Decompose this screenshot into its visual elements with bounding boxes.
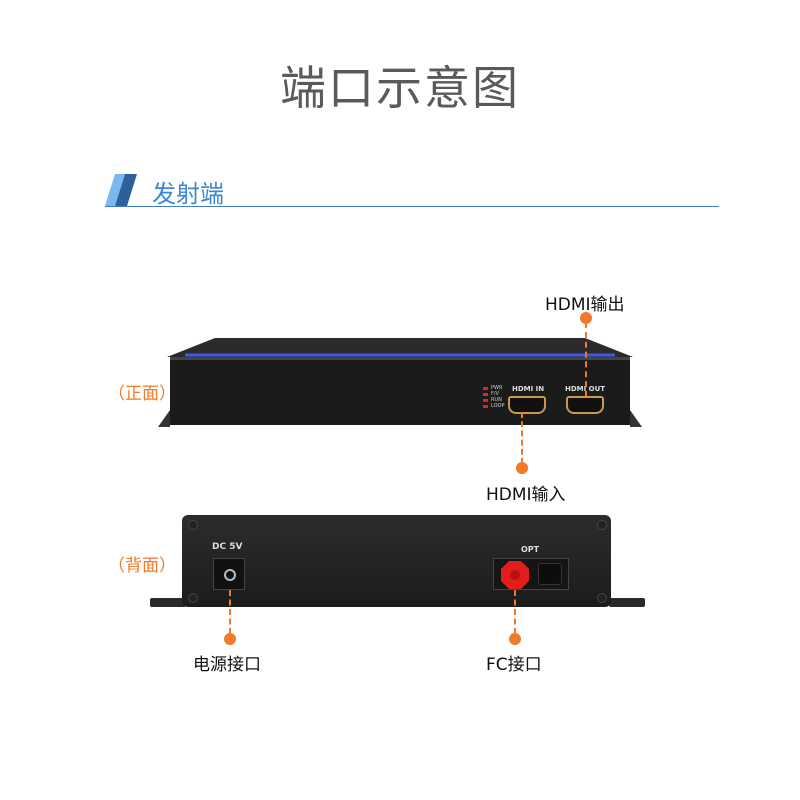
section-title: 发射端	[152, 180, 224, 208]
led-loop: LOOP	[483, 403, 505, 409]
screw-icon	[597, 593, 607, 603]
front-view-label: （正面）	[108, 384, 176, 404]
section-stripe-icon	[105, 174, 141, 206]
dc-label: DC 5V	[212, 542, 243, 552]
mounting-ears	[150, 598, 645, 607]
hdmi-in-callout: HDMI输入	[486, 485, 566, 505]
fc-callout: FC接口	[486, 655, 542, 675]
led-panel: PWR F/V RUN LOOP	[483, 385, 505, 409]
fc-port	[493, 558, 569, 590]
dc-jack	[213, 558, 245, 590]
opt-label: OPT	[521, 545, 540, 554]
section-divider	[105, 206, 719, 207]
hdmi-in-label: HDMI IN	[512, 385, 545, 393]
screw-icon	[597, 520, 607, 530]
callout-line	[521, 412, 523, 464]
hdmi-in-port	[508, 396, 546, 414]
led-run: RUN	[483, 397, 505, 403]
power-callout: 电源接口	[193, 655, 261, 675]
callout-line	[514, 590, 516, 634]
hdmi-out-port	[566, 396, 604, 414]
screw-icon	[188, 593, 198, 603]
hdmi-out-callout: HDMI输出	[545, 295, 625, 315]
callout-line	[229, 590, 231, 634]
back-view-label: （背面）	[108, 556, 176, 576]
callout-line	[585, 322, 587, 397]
callout-dot	[516, 462, 528, 474]
screw-icon	[188, 520, 198, 530]
callout-dot	[580, 312, 592, 324]
fc-dust-cap-icon	[501, 561, 529, 589]
callout-dot	[224, 633, 236, 645]
callout-dot	[509, 633, 521, 645]
page-title: 端口示意图	[280, 61, 520, 115]
front-device-image	[158, 338, 642, 427]
led-fv: F/V	[483, 391, 505, 397]
led-pwr: PWR	[483, 385, 505, 391]
